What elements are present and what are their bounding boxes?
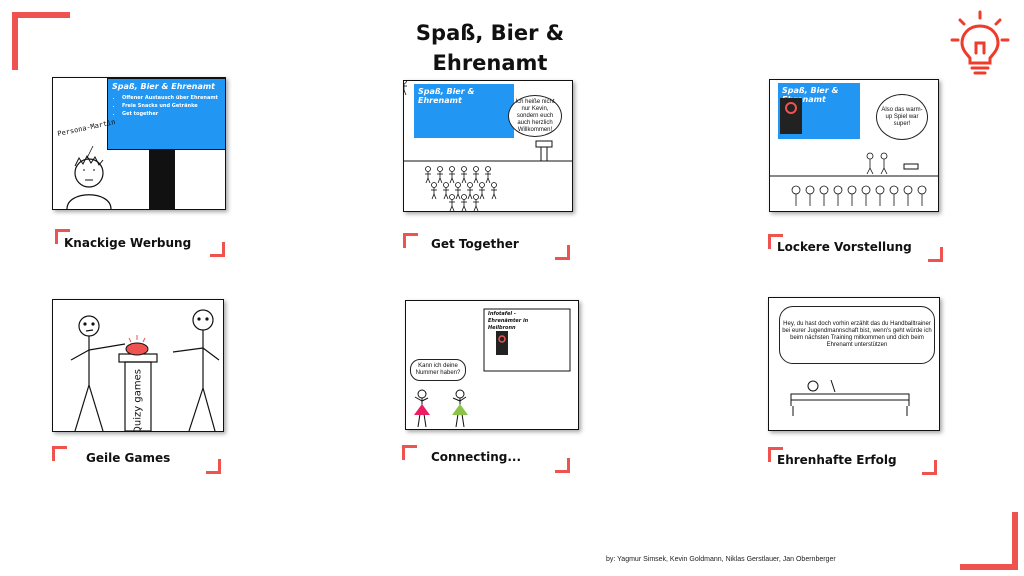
caption-corner [402,445,417,460]
caption-corner [403,233,418,248]
caption-corner [555,458,570,473]
slide-title: Spaß, Bier & Ehrenamt [112,82,216,91]
storyboard-panel-6: Hey, du hast doch vorhin erzählt das du … [768,297,940,431]
caption-corner [55,229,70,244]
speech-bubble: Kann ich deine Nummer haben? [410,359,466,381]
slide-list: Offener Austausch über Ehrenamt Freie Sn… [108,94,225,118]
slide-item: Offener Austausch über Ehrenamt [122,94,225,102]
title-line-2: Ehrenamt [432,51,548,75]
caption-corner [768,447,783,462]
game-scene [70,309,220,431]
infoboard [483,308,571,372]
storyboard-panel-5: Infotafel - Ehrenämter in Heilbronn Kann… [405,300,579,430]
caption-corner [928,247,943,262]
caption-corner [52,446,67,461]
caption-get-together: Get Together [431,237,519,251]
infoboard-title: Infotafel - Ehrenämter in Heilbronn [488,311,529,331]
audience-crowd [404,81,572,211]
title-line-1: Spaß, Bier & [415,21,565,45]
caption-ehrenhafte-erfolg: Ehrenhafte Erfolg [777,453,897,467]
slide-title: Spaß, Bier & Ehrenamt [782,86,839,104]
audience-flowers [770,98,938,206]
frame-corner-top-left [12,12,70,70]
caption-corner [768,234,783,249]
credits-text: by: Yagmur Simsek, Kevin Goldmann, Nikla… [606,556,836,563]
storyboard-panel-3: Spaß, Bier & Ehrenamt Also das warm-up S… [769,79,939,212]
screen-pole [66,145,175,209]
caption-corner [210,242,225,257]
caption-knackige-werbung: Knackige Werbung [64,236,192,250]
bed-scene [790,379,910,416]
caption-lockere-vorstellung: Lockere Vorstellung [777,240,912,254]
storyboard-panel-4: Quizy games [52,299,224,432]
two-people [414,389,468,428]
ad-screen: Spaß, Bier & Ehrenamt Offener Austausch … [107,78,225,150]
speech-bubble: Hey, du hast doch vorhin erzählt das du … [779,306,935,364]
page-title: Spaß, Bier & Ehrenamt [390,18,590,78]
caption-corner [922,460,937,475]
slide-item: Get together [122,110,225,118]
slide-title: Spaß, Bier & Ehrenamt [418,87,475,105]
presentation-slide: Spaß, Bier & Ehrenamt [414,84,514,138]
podium-label: Quizy games [132,369,144,432]
lightbulb-icon [950,10,1010,75]
caption-geile-games: Geile Games [86,451,171,465]
storyboard-panel-1: Spaß, Bier & Ehrenamt Offener Austausch … [52,77,226,210]
caption-corner [555,245,570,260]
storyboard-panel-2: Spaß, Bier & Ehrenamt Ich heiße nicht nu… [403,80,573,212]
speech-bubble: Also das warm-up Spiel war super! [876,94,928,140]
caption-corner [206,459,221,474]
slide-item: Freie Snacks und Getränke [122,102,225,110]
frame-corner-bottom-right [960,512,1018,570]
caption-connecting: Connecting... [431,450,522,464]
speech-bubble: Ich heiße nicht nur Kevin, sondern euch … [508,95,562,137]
